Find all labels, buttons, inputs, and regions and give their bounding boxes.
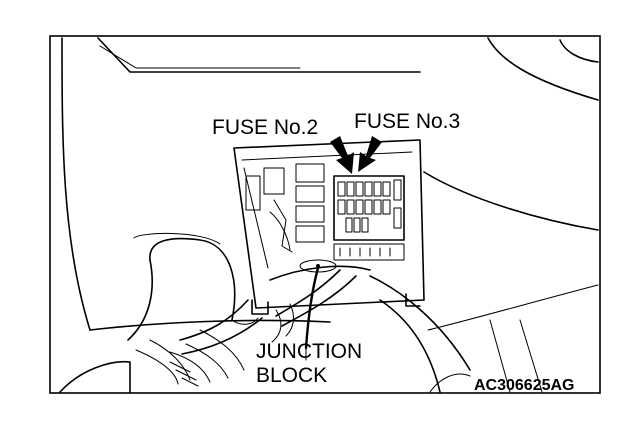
arrow-fuse-3 — [358, 136, 382, 172]
fuse-array — [333, 175, 405, 261]
junction-block-housing — [233, 139, 425, 315]
fuse-3-label: FUSE No.3 — [354, 110, 460, 133]
dashboard-outline — [61, 37, 599, 331]
arrow-fuse-2 — [330, 136, 354, 174]
wiring-harness — [59, 259, 543, 393]
fuse-2-label: FUSE No.2 — [212, 116, 318, 139]
junction-block-label-line2: BLOCK — [256, 364, 327, 387]
junction-block-label-line1: JUNCTION — [256, 340, 362, 363]
figure-code: AC306625AG — [474, 377, 575, 394]
side-trim — [127, 232, 259, 341]
figure-frame — [49, 35, 601, 394]
leader-lines — [305, 264, 320, 361]
fuse-arrows — [330, 136, 382, 174]
